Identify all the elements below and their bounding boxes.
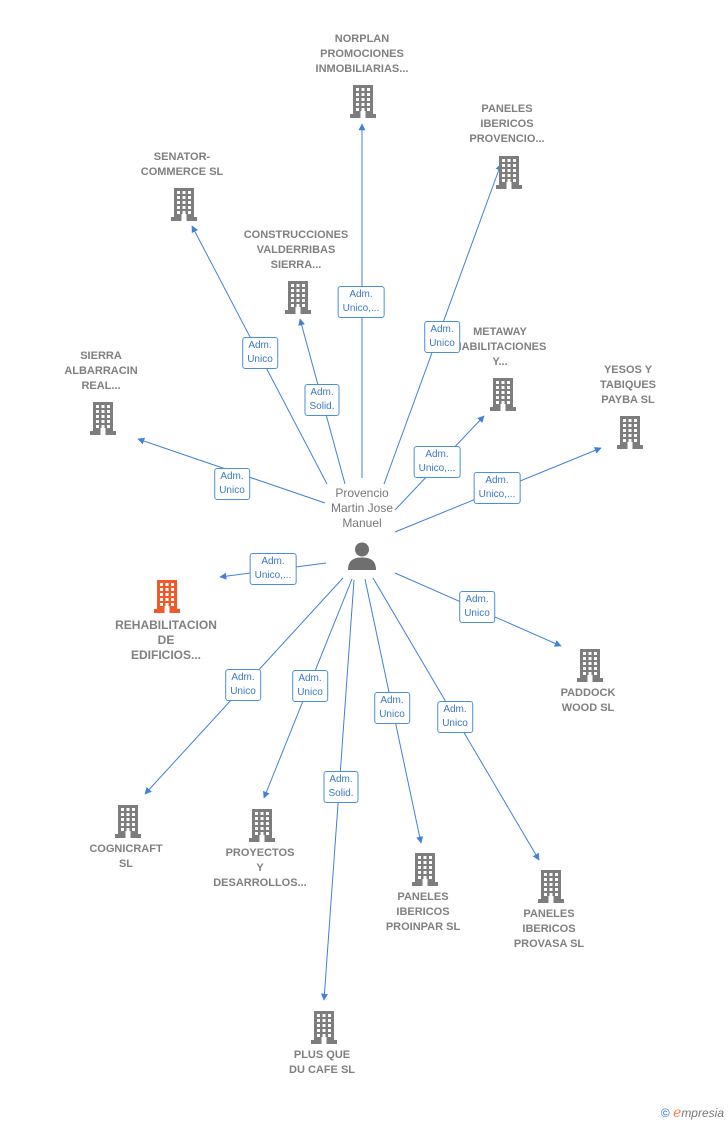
edge-role-rehabilitacion: Adm. Unico,... [249,553,297,585]
edge-role-proyectos: Adm. Unico [292,670,328,702]
building-icon-construcciones[interactable] [284,280,312,314]
copyright-symbol: © [660,1106,670,1120]
company-name-cognicraft[interactable]: COGNICRAFT SL [89,843,163,870]
edge-role-plusque: Adm. Solid. [323,771,359,803]
edge-role-sierra: Adm. Unico [214,468,250,500]
company-name-senator[interactable]: SENATOR- COMMERCE SL [140,151,224,178]
building-icon-proinpar[interactable] [411,852,439,886]
edge-role-cognicraft: Adm. Unico [225,669,261,701]
company-name-metaway[interactable]: METAWAY HABILITACIONES Y... [453,326,547,368]
building-icon-provasa[interactable] [537,869,565,903]
edge-role-proinpar: Adm. Unico [374,692,410,724]
person-icon[interactable] [347,541,377,576]
company-name-rehabilitacion[interactable]: REHABILITACION DE EDIFICIOS... [115,618,217,662]
building-icon-yesos[interactable] [616,415,644,449]
building-icon-metaway[interactable] [489,377,517,411]
company-name-norplan[interactable]: NORPLAN PROMOCIONES INMOBILIARIAS... [315,33,409,75]
building-icon-proyectos[interactable] [248,808,276,842]
brand-name: mpresia [681,1106,724,1120]
edge-role-metaway: Adm. Unico,... [413,446,461,478]
edge-role-paneles-provencio: Adm. Unico [424,321,460,353]
building-icon-sierra[interactable] [89,401,117,435]
company-name-paddock[interactable]: PADDOCK WOOD SL [560,687,616,714]
edge-role-norplan: Adm. Unico,... [337,286,385,318]
edge-role-paddock: Adm. Unico [459,591,495,623]
company-name-sierra[interactable]: SIERRA ALBARRACIN REAL... [64,350,138,392]
building-icon-senator[interactable] [170,187,198,221]
building-icon-rehabilitacion[interactable] [153,579,181,613]
company-name-construcciones[interactable]: CONSTRUCCIONES VALDERRIBAS SIERRA... [243,229,349,271]
company-name-yesos[interactable]: YESOS Y TABIQUES PAYBA SL [599,364,657,406]
edge-role-provasa: Adm. Unico [437,701,473,733]
building-icon-paneles-provencio[interactable] [495,155,523,189]
edge-role-yesos: Adm. Unico,... [473,472,521,504]
empresia-brand: © empresia [661,1105,724,1121]
center-person-name[interactable]: Provencio Martin Jose Manuel [330,486,394,530]
building-icon-norplan[interactable] [349,84,377,118]
brand-logo-e: e [673,1105,682,1121]
company-name-provasa[interactable]: PANELES IBERICOS PROVASA SL [513,908,585,950]
building-icon-cognicraft[interactable] [114,804,142,838]
company-name-paneles-provencio[interactable]: PANELES IBERICOS PROVENCIO... [469,103,545,145]
building-icon-paddock[interactable] [576,648,604,682]
edge-role-senator: Adm. Unico [242,337,278,369]
edge-role-construcciones: Adm. Solid. [304,384,340,416]
building-icon-plusque[interactable] [310,1010,338,1044]
company-name-proyectos[interactable]: PROYECTOS Y DESARROLLOS... [213,847,307,889]
company-name-proinpar[interactable]: PANELES IBERICOS PROINPAR SL [385,891,461,933]
company-name-plusque[interactable]: PLUS QUE DU CAFE SL [289,1049,355,1076]
